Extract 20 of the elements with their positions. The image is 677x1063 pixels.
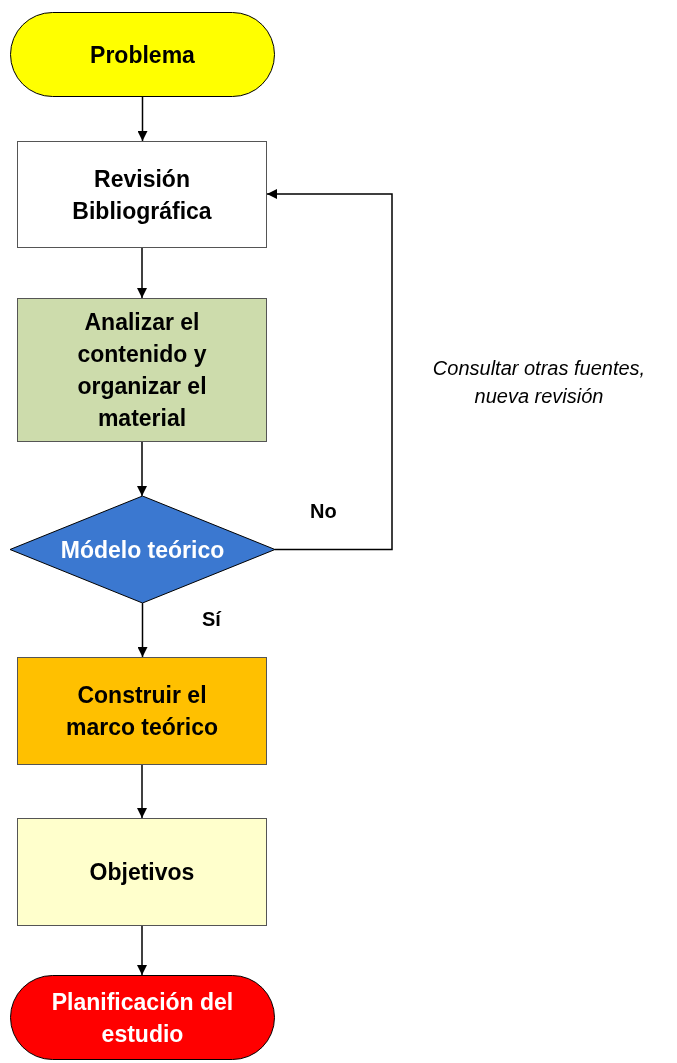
process-box bbox=[17, 818, 267, 926]
node-label: Revisión Bibliográfica bbox=[71, 164, 213, 226]
node-label: Objetivos bbox=[89, 858, 195, 887]
node-label: Módelo teórico bbox=[60, 535, 225, 565]
process-box bbox=[17, 141, 267, 248]
node-label: Analizar el contenido y organizar el material bbox=[76, 308, 208, 433]
process-box bbox=[17, 298, 267, 442]
node-label: Problema bbox=[90, 40, 195, 70]
arrow bbox=[137, 925, 147, 976]
node-label: Planificación del estudio bbox=[50, 987, 235, 1049]
arrow bbox=[137, 764, 147, 819]
arrow bbox=[137, 441, 147, 497]
arrow bbox=[137, 247, 147, 299]
note-text: Consultar otras fuentes, nueva revisión bbox=[431, 356, 647, 409]
process-box bbox=[17, 657, 267, 765]
decision-diamond bbox=[10, 496, 275, 603]
node-label: Construir el marco teórico bbox=[64, 681, 220, 742]
arrow bbox=[137, 96, 148, 142]
arrow bbox=[266, 189, 393, 551]
arrow bbox=[137, 602, 148, 658]
